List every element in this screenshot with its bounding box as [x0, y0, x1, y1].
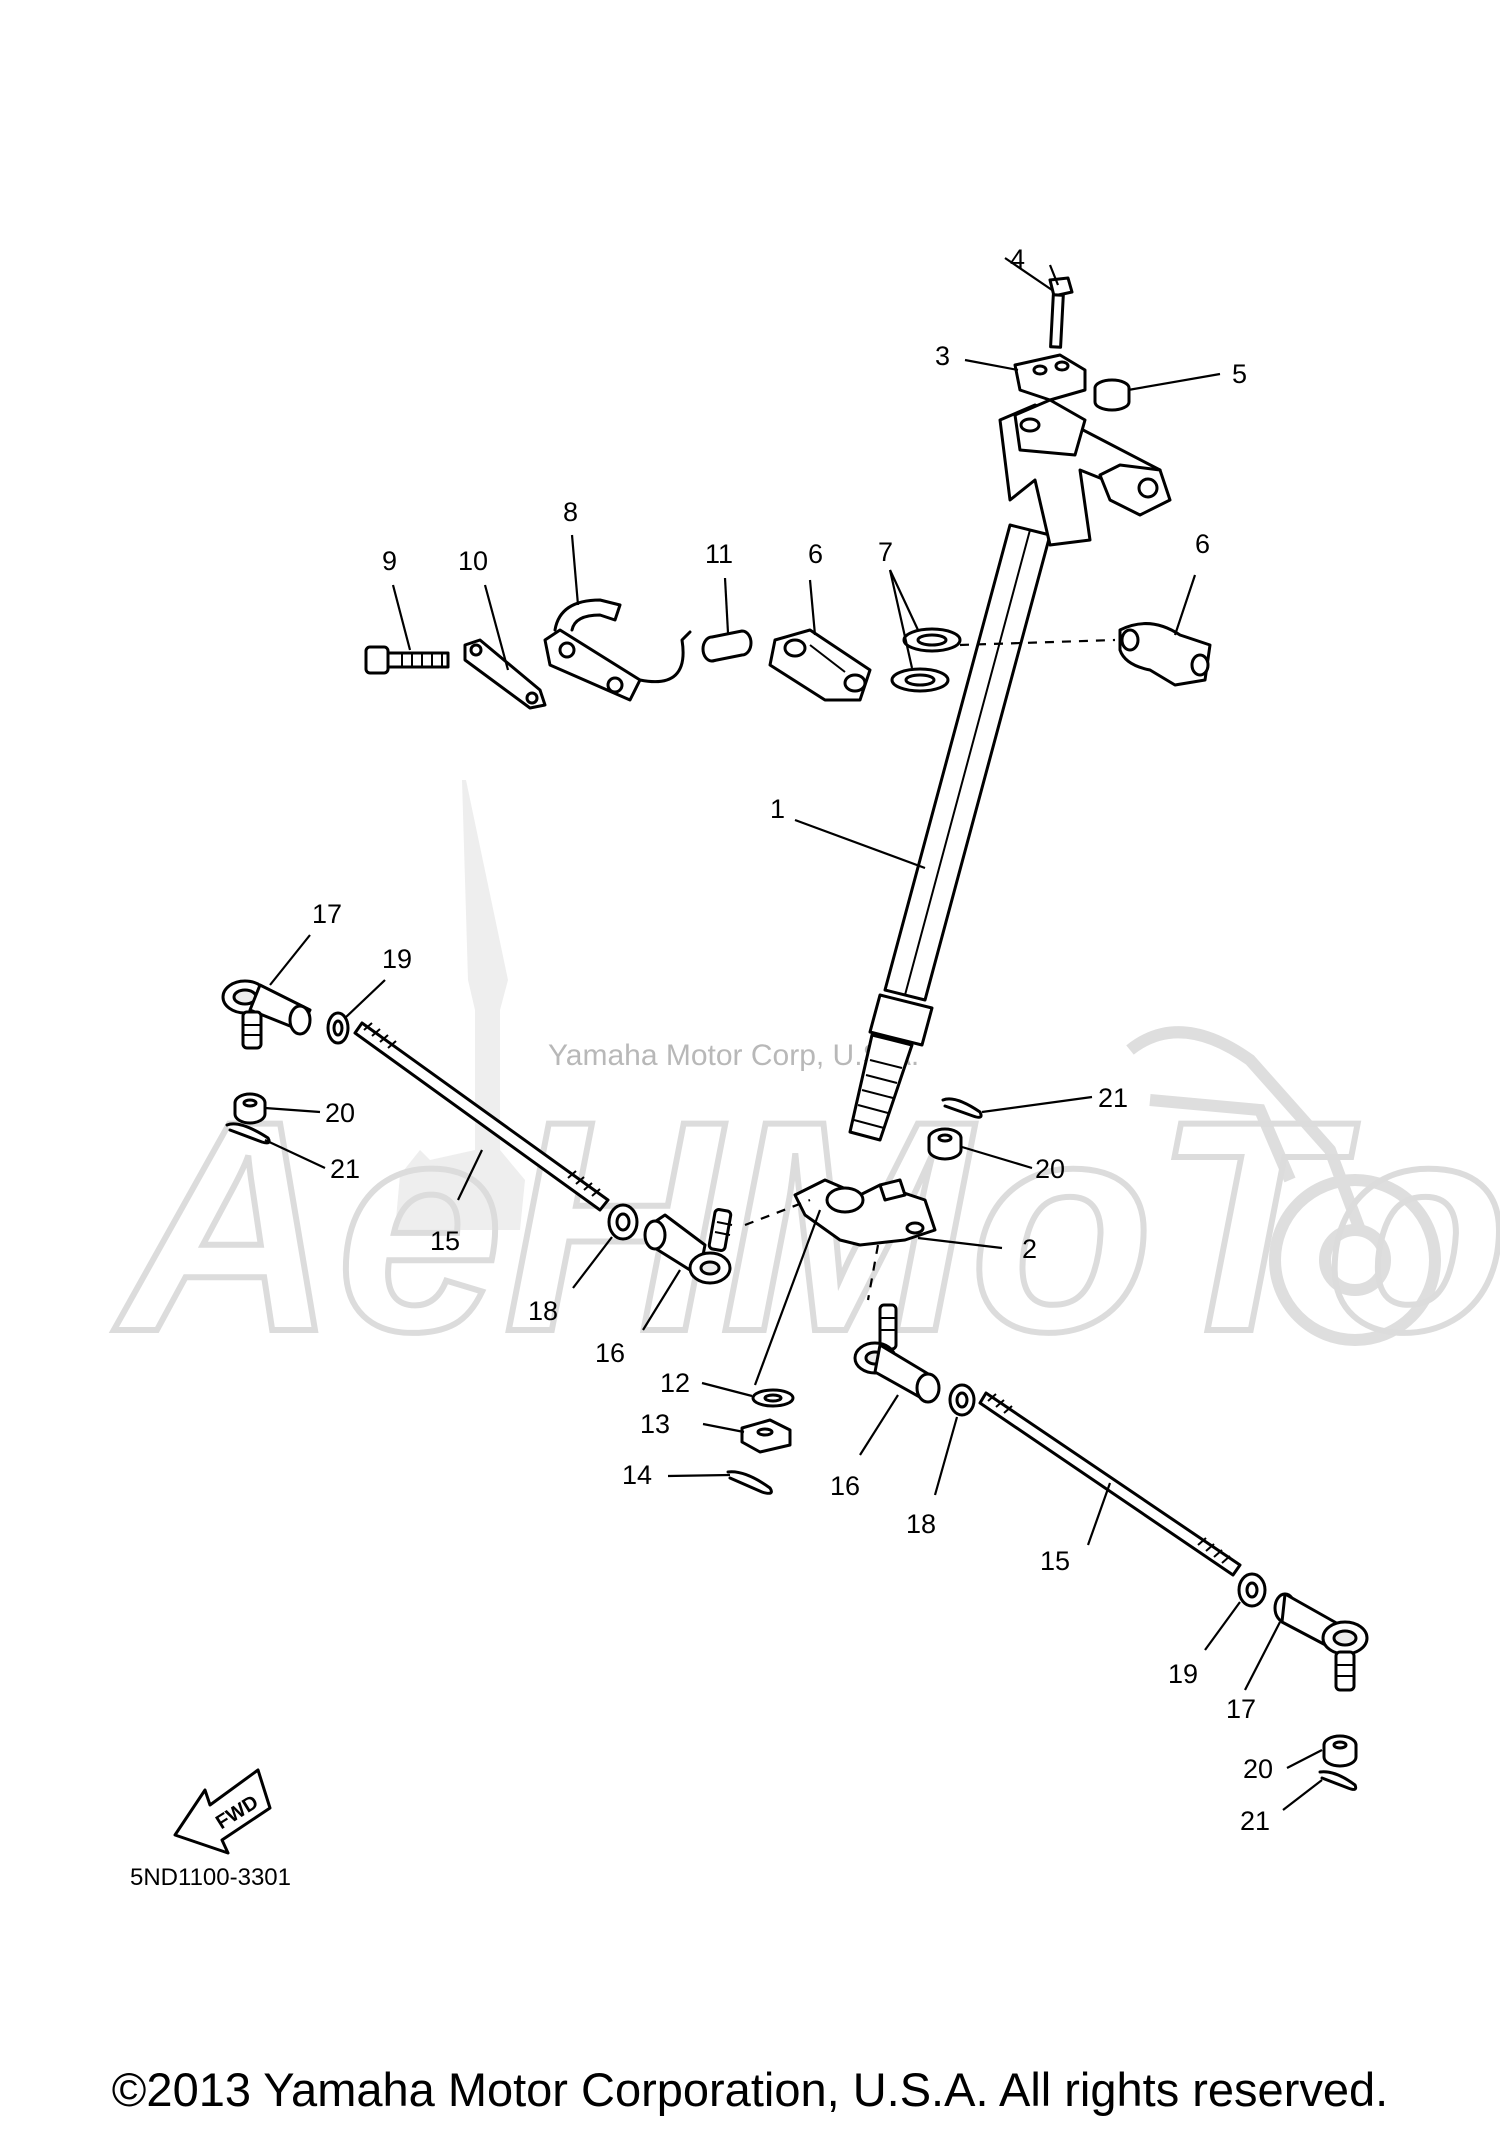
- callout-21a: 21: [330, 1154, 360, 1184]
- washer-pitman: [751, 1388, 795, 1408]
- callout-13: 13: [640, 1409, 670, 1439]
- locknut-right-outer: [1237, 1572, 1267, 1608]
- dashed-line-pitman-left: [744, 1198, 811, 1227]
- retainer-clip: [543, 598, 692, 702]
- bearing-right: [1118, 622, 1212, 687]
- callout-17a: 17: [312, 899, 342, 929]
- nut-right-upper: [927, 1127, 963, 1161]
- callout-12: 12: [660, 1368, 690, 1398]
- locknut-right-inner: [948, 1383, 976, 1417]
- callout-6b: 6: [1195, 529, 1210, 559]
- diagram-code: 5ND1100-3301: [130, 1864, 291, 1891]
- steering-shaft: [848, 398, 1172, 1142]
- bushing: [1093, 378, 1131, 412]
- bearing-left: [768, 628, 872, 702]
- tie-rod-left: [353, 1021, 610, 1212]
- callout-9: 9: [382, 546, 397, 576]
- fwd-arrow-icon: FWD: [173, 1768, 272, 1855]
- callout-7: 7: [878, 537, 893, 567]
- callout-18b: 18: [906, 1509, 936, 1539]
- callout-15b: 15: [1040, 1546, 1070, 1576]
- callout-18a: 18: [528, 1296, 558, 1326]
- watermark-motorcycle: [1126, 1026, 1441, 1346]
- nut-left-outer: [233, 1092, 267, 1125]
- callout-3: 3: [935, 341, 950, 371]
- callout-14: 14: [622, 1460, 652, 1490]
- callout-19b: 19: [1168, 1659, 1198, 1689]
- watermark-logo: AeHMoTo: [111, 1058, 1500, 1394]
- callout-17b: 17: [1226, 1694, 1256, 1724]
- lock-washer-plate: [463, 638, 547, 710]
- callout-5: 5: [1232, 359, 1247, 389]
- callout-21c: 21: [1240, 1806, 1270, 1836]
- callout-20b: 20: [1035, 1154, 1065, 1184]
- callout-16a: 16: [595, 1338, 625, 1368]
- shaft-holder: [1013, 353, 1087, 402]
- tie-rod-end-right-outer: [1273, 1592, 1369, 1692]
- tie-rod-end-left-inner: [643, 1208, 733, 1285]
- copyright-notice: ©2013 Yamaha Motor Corporation, U.S.A. A…: [111, 2063, 1389, 2116]
- cotter-pin-pitman: [726, 1470, 773, 1495]
- collar: [701, 629, 753, 663]
- callout-15a: 15: [430, 1226, 460, 1256]
- cotter-pin-right-lower: [1318, 1770, 1358, 1791]
- cotter-pin-right-upper: [941, 1097, 983, 1119]
- leader-lines: [264, 257, 1323, 1811]
- flange-bolt: [1048, 276, 1074, 349]
- dashed-line-shaft-bearing: [959, 638, 1116, 647]
- callout-20c: 20: [1243, 1754, 1273, 1784]
- watermark: AeHMoTo Yamaha Motor Corp, U.S.A.: [108, 780, 1500, 1397]
- callout-4: 4: [1010, 244, 1025, 274]
- callout-6a: 6: [808, 539, 823, 569]
- nut-pitman: [740, 1418, 792, 1454]
- callout-19a: 19: [382, 944, 412, 974]
- callout-2: 2: [1022, 1234, 1037, 1264]
- seals: [890, 627, 962, 693]
- callout-20a: 20: [325, 1098, 355, 1128]
- tie-rod-end-right-inner: [853, 1303, 941, 1404]
- callout-16b: 16: [830, 1471, 860, 1501]
- locknut-left-outer: [326, 1011, 350, 1045]
- callouts: 1 2 3 4 5 6 6 7 8 9 10 11 12 13 14 15 15…: [312, 244, 1273, 1836]
- callout-11: 11: [705, 539, 733, 569]
- locknut-left-inner: [607, 1203, 639, 1241]
- callout-1: 1: [770, 794, 785, 824]
- callout-8: 8: [563, 497, 578, 527]
- callout-10: 10: [458, 546, 488, 576]
- watermark-caption: Yamaha Motor Corp, U.S.A.: [548, 1039, 919, 1072]
- bolt: [364, 645, 450, 675]
- callout-21b: 21: [1098, 1083, 1128, 1113]
- cotter-pin-left-outer: [225, 1122, 271, 1145]
- tie-rod-end-left-outer: [221, 979, 312, 1050]
- pitman-arm: [793, 1178, 937, 1247]
- nut-right-lower: [1322, 1734, 1358, 1768]
